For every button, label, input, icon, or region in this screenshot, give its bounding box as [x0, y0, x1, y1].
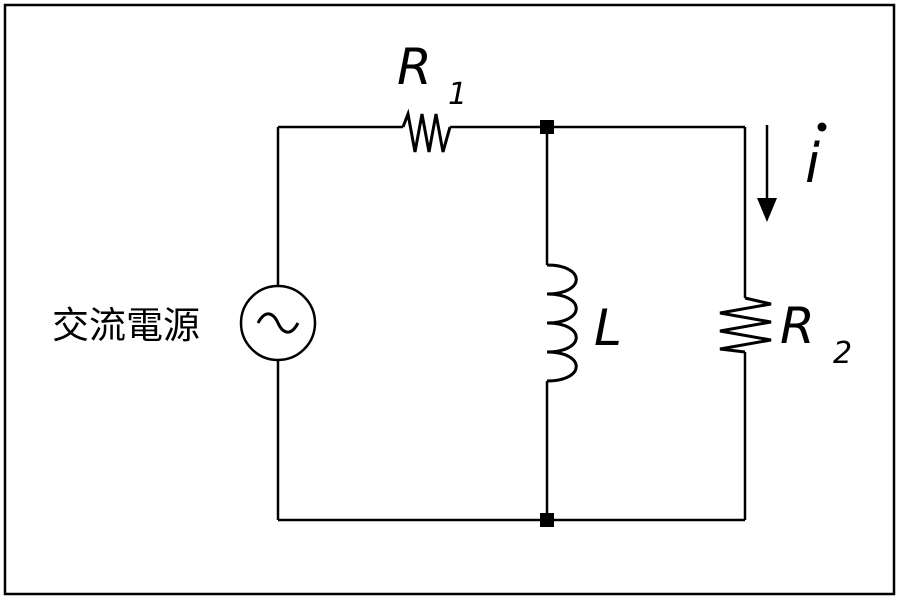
- current-arrow-head: [757, 198, 777, 222]
- label-r2: R: [780, 297, 815, 355]
- label-r1: R: [397, 38, 432, 96]
- ac-source-symbol: [256, 312, 300, 334]
- junction-top: [540, 120, 554, 134]
- current-dot-accent: [817, 122, 827, 132]
- junction-bottom: [540, 513, 554, 527]
- label-inductor: L: [594, 299, 622, 357]
- label-r1-subscript: 1: [448, 77, 467, 112]
- label-ac-source: 交流電源: [52, 304, 200, 347]
- resistor-r2: [719, 296, 772, 354]
- diagram-frame: [3, 3, 896, 596]
- ac-source-circle: [239, 284, 317, 362]
- label-current: i: [805, 132, 820, 195]
- inductor-coil: [546, 263, 578, 383]
- label-r2-subscript: 2: [833, 336, 852, 371]
- resistor-r1: [401, 108, 452, 153]
